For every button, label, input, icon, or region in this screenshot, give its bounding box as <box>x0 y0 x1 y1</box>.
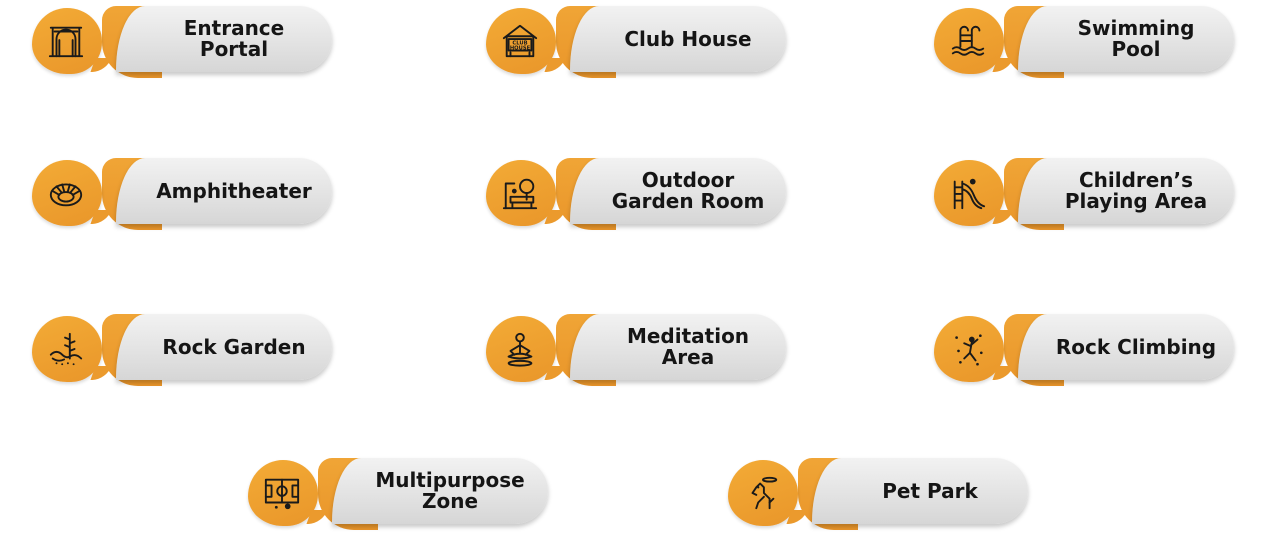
tile-pill <box>570 6 786 72</box>
tile-pill <box>1018 314 1234 380</box>
amenity-label: Meditation Area <box>626 324 750 369</box>
garden-room-icon <box>486 160 556 226</box>
amenity-label: Entrance Portal <box>183 16 285 61</box>
climbing-wall-icon <box>934 316 1004 382</box>
amenity-club-house: CLUB HOUSE Club House <box>486 6 786 78</box>
amphitheater-icon <box>32 160 102 226</box>
tile-pill <box>1018 158 1234 224</box>
tile-pill <box>1018 6 1234 72</box>
tile-pill <box>812 458 1028 524</box>
amenity-label: Outdoor Garden Room <box>611 168 765 213</box>
amenity-label: Multipurpose Zone <box>375 468 525 513</box>
amenity-multipurpose-zone: Multipurpose Zone <box>248 458 548 530</box>
amenity-amphitheater: Amphitheater <box>32 158 332 230</box>
club-house-icon: CLUB HOUSE <box>486 8 556 74</box>
slide-playground-icon <box>934 160 1004 226</box>
tile-pill <box>332 458 548 524</box>
tile-pill <box>116 6 332 72</box>
amenity-meditation-area: Meditation Area <box>486 314 786 386</box>
club-house-icon-text: HOUSE <box>510 46 531 52</box>
amenity-label: Rock Garden <box>162 334 306 359</box>
amenity-label: Rock Climbing <box>1055 334 1217 359</box>
archway-gate-icon <box>32 8 102 74</box>
amenity-outdoor-garden-room: Outdoor Garden Room <box>486 158 786 230</box>
tile-pill <box>116 158 332 224</box>
amenity-label: Children’s Playing Area <box>1064 168 1208 213</box>
amenity-rock-climbing: Rock Climbing <box>934 314 1234 386</box>
rock-garden-icon <box>32 316 102 382</box>
tile-pill <box>570 314 786 380</box>
tile-pill <box>116 314 332 380</box>
amenity-label: Pet Park <box>882 478 978 503</box>
amenity-label: Swimming Pool <box>1077 16 1195 61</box>
amenity-swimming-pool: Swimming Pool <box>934 6 1234 78</box>
meditation-icon <box>486 316 556 382</box>
amenity-rock-garden: Rock Garden <box>32 314 332 386</box>
amenity-childrens-playing-area: Children’s Playing Area <box>934 158 1234 230</box>
pet-dog-icon <box>728 460 798 526</box>
amenity-entrance-portal: Entrance Portal <box>32 6 332 78</box>
amenity-pet-park: Pet Park <box>728 458 1028 530</box>
amenity-label: Amphitheater <box>156 178 312 203</box>
sports-court-icon <box>248 460 318 526</box>
pool-ladder-icon <box>934 8 1004 74</box>
tile-pill <box>570 158 786 224</box>
amenity-label: Club House <box>624 26 752 51</box>
club-house-icon-text: CLUB <box>512 40 527 46</box>
